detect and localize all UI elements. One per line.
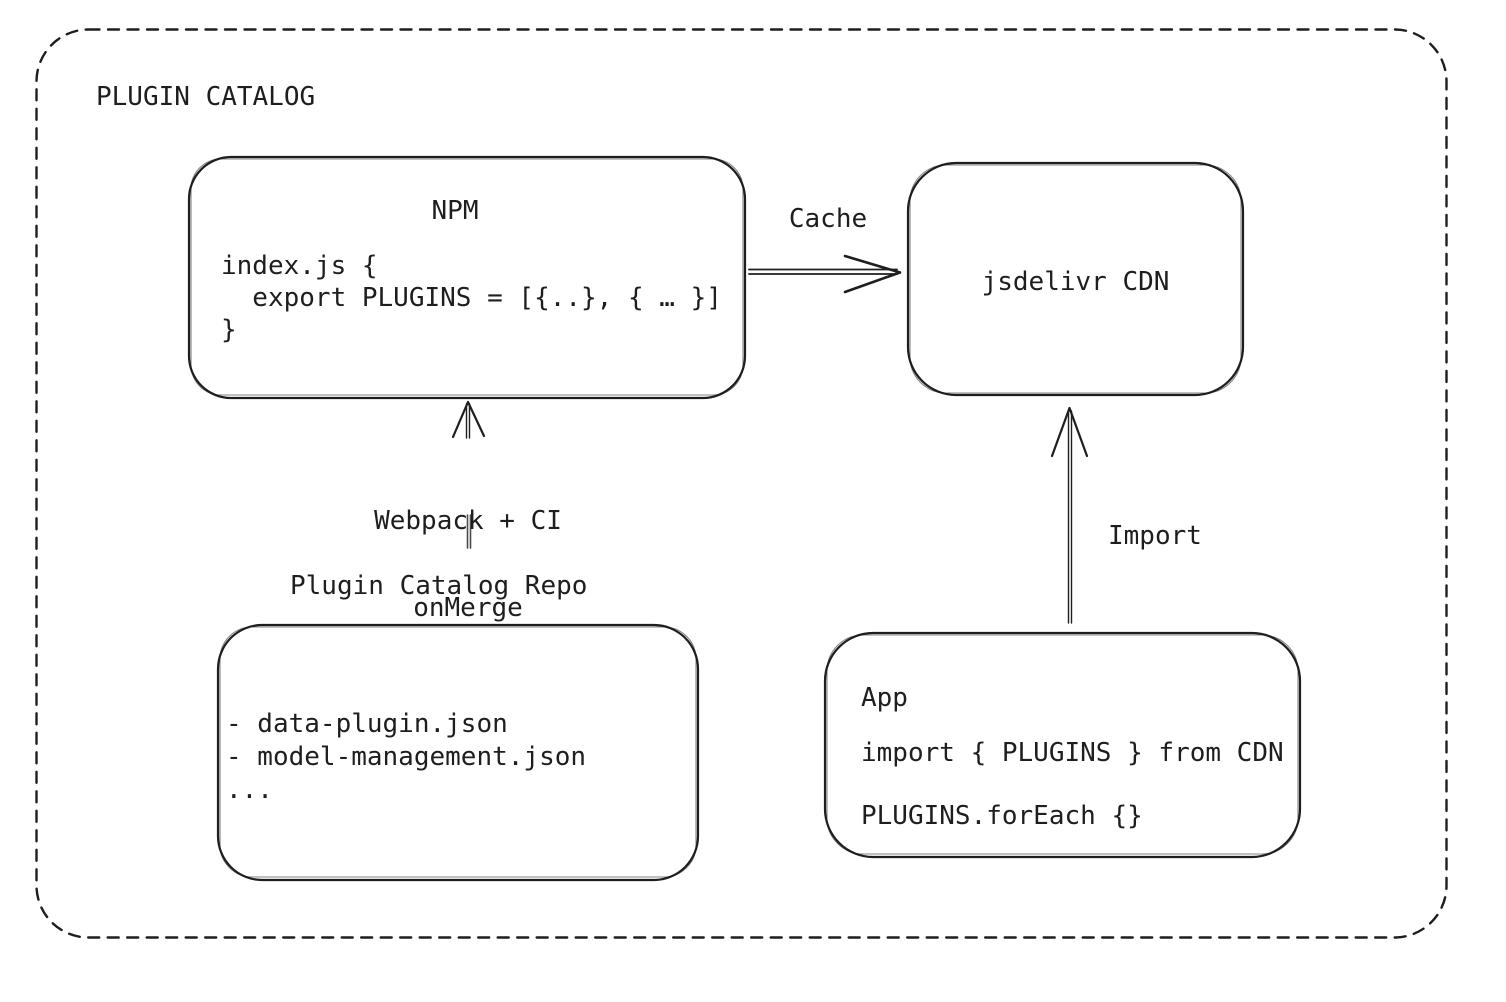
cdn-box-label: jsdelivr CDN <box>981 267 1170 297</box>
build-edge-label: Webpack + CI onMerge <box>318 449 618 681</box>
repo-box-label: Plugin Catalog Repo <box>290 571 588 601</box>
npm-code-line: } <box>221 315 237 345</box>
npm-code-line: index.js { <box>221 251 378 281</box>
build-edge-label-line1: Webpack + CI <box>374 506 562 536</box>
build-edge-label-line2: onMerge <box>413 593 523 623</box>
cdn-box <box>906 161 1245 397</box>
app-code-line: PLUGINS.forEach {} <box>861 801 1143 831</box>
cache-arrow-shaft <box>748 268 898 275</box>
import-edge-label: Import <box>1108 521 1202 551</box>
cdn-box-sketch-stroke <box>909 164 1242 394</box>
build-arrow-shaft <box>465 403 471 439</box>
repo-file-line: - data-plugin.json <box>226 709 508 739</box>
npm-code-line: export PLUGINS = [{..}, { … }] <box>221 283 722 313</box>
repo-file-line: - model-management.json <box>226 742 587 772</box>
cache-edge-label: Cache <box>788 204 868 234</box>
cache-arrow-head <box>843 254 902 294</box>
import-arrow-head <box>1050 406 1089 458</box>
app-box <box>823 631 1302 859</box>
diagram-stroke-group <box>35 28 1448 939</box>
import-arrow-shaft <box>1067 410 1073 624</box>
repo-box <box>216 623 700 882</box>
app-box-sketch-stroke <box>826 634 1299 855</box>
repo-file-line: ... <box>226 775 273 805</box>
catalog-boundary-frame <box>35 28 1448 939</box>
repo-box-sketch-stroke <box>219 626 697 878</box>
build-label-connector-line <box>466 514 472 549</box>
npm-box <box>187 155 747 400</box>
build-arrow-head <box>451 400 486 439</box>
diagram-connector-group <box>466 514 472 549</box>
npm-box-sketch-stroke <box>190 158 744 396</box>
app-box-title: App <box>861 683 908 713</box>
diagram-title: PLUGIN CATALOG <box>96 82 316 112</box>
npm-box-title: NPM <box>431 196 479 226</box>
app-code-line: import { PLUGINS } from CDN <box>861 738 1284 768</box>
